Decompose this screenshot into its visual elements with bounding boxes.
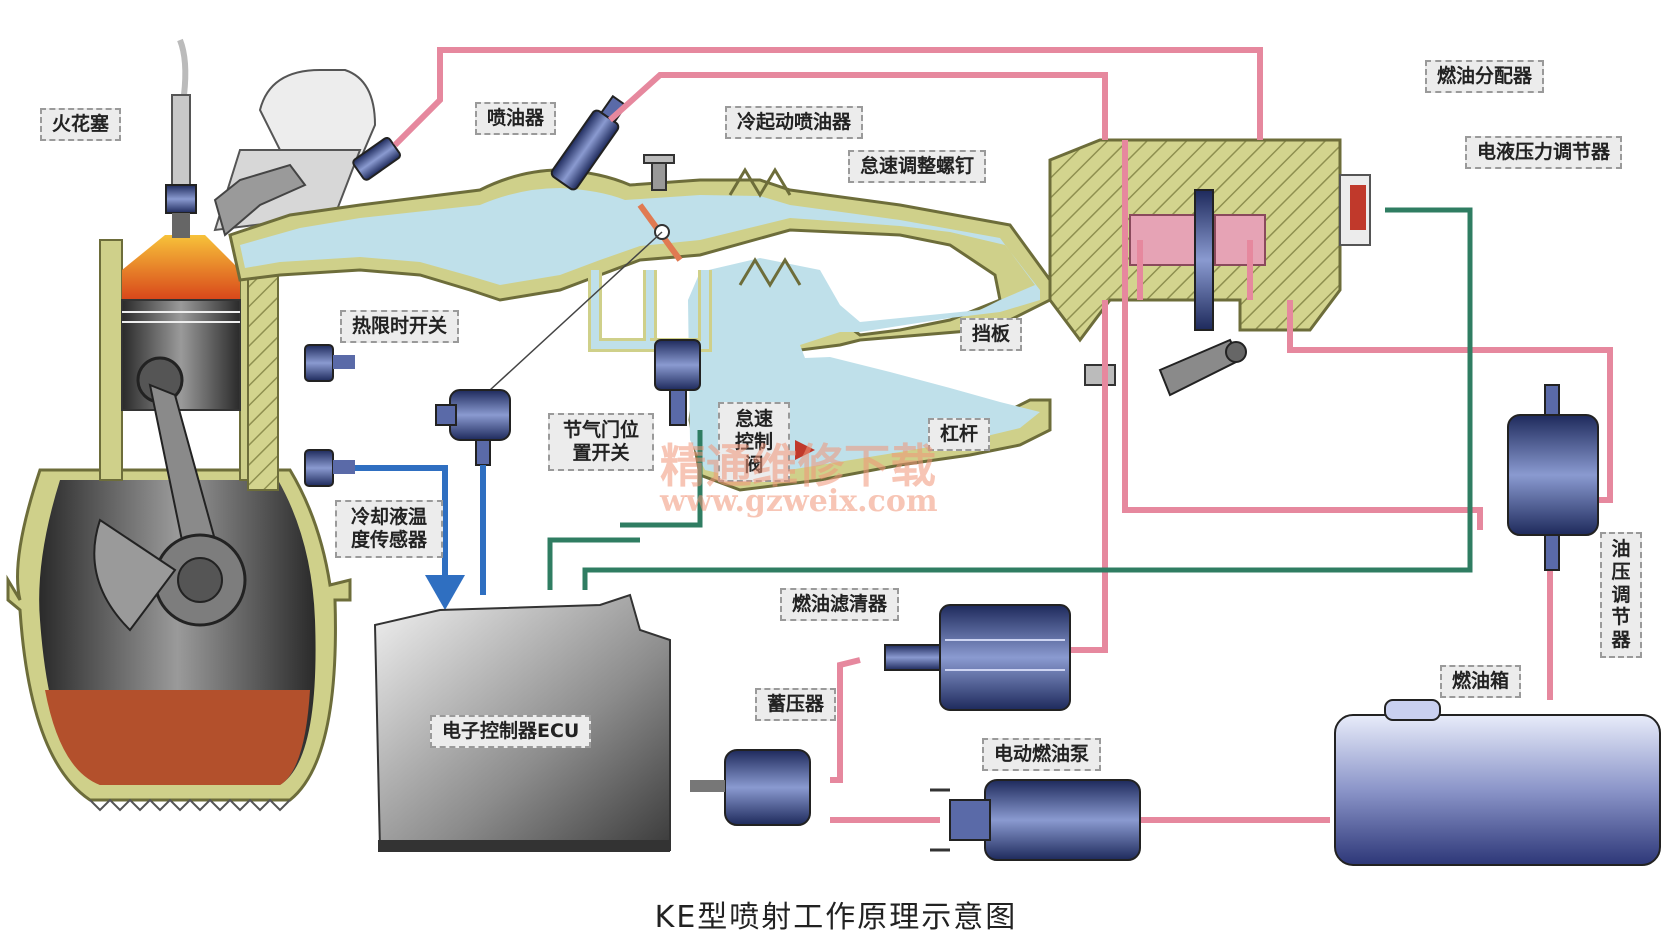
- oil-sump: [45, 690, 310, 785]
- label-accumulator: 蓄压器: [755, 688, 837, 721]
- label-baffle: 挡板: [960, 318, 1023, 351]
- coolant-temp-sensor: [304, 449, 355, 487]
- signal-wires-green: [547, 207, 1473, 590]
- accumulator: [690, 749, 811, 826]
- label-ecu: 电子控制器ECU: [430, 715, 592, 748]
- label-thermo-time-switch: 热限时开关: [340, 310, 460, 343]
- label-fuel-tank: 燃油箱: [1440, 665, 1522, 698]
- label-lever: 杠杆: [928, 418, 991, 451]
- throttle-switch: [435, 389, 511, 466]
- cold-start-injector: [550, 94, 628, 191]
- label-injector: 喷油器: [475, 102, 557, 135]
- coolant-jacket: [247, 274, 279, 491]
- fuel-filter: [884, 604, 1071, 711]
- label-coolant-sensor: 冷却液温度传感器: [335, 500, 443, 558]
- label-spark-plug: 火花塞: [40, 108, 122, 141]
- label-cold-start-injector: 冷起动喷油器: [725, 106, 864, 139]
- engine-block: [6, 38, 377, 812]
- fuel-pressure-regulator: [1507, 384, 1599, 571]
- idle-screw: [643, 154, 675, 191]
- watermark-url: www.gzweix.com: [660, 484, 938, 519]
- diagram-caption: KE型喷射工作原理示意图: [654, 900, 1018, 935]
- signal-wires-blue: [355, 465, 486, 595]
- idle-valve: [654, 339, 701, 426]
- lever-arrow: [795, 440, 815, 460]
- spark-plug: [165, 38, 197, 238]
- combustion-chamber: [122, 235, 240, 300]
- label-electro-pressure-regulator: 电液压力调节器: [1465, 136, 1623, 169]
- fuel-tank: [1334, 699, 1661, 866]
- label-throttle-switch: 节气门位置开关: [548, 413, 654, 471]
- fuel-distributor: [1048, 138, 1371, 397]
- label-fuel-pressure-regulator: 油压调节器: [1600, 532, 1642, 658]
- label-idle-valve: 怠速控制阀: [718, 402, 790, 483]
- thermo-time-switch: [304, 344, 355, 382]
- label-idle-screw: 怠速调整螺钉: [848, 150, 987, 183]
- fuel-pump: [930, 779, 1141, 861]
- label-fuel-filter: 燃油滤清器: [780, 588, 900, 621]
- label-fuel-pump: 电动燃油泵: [982, 738, 1102, 771]
- label-fuel-distributor: 燃油分配器: [1425, 60, 1545, 93]
- piston: [121, 299, 241, 411]
- injector: [352, 136, 401, 181]
- watermark-title: 精通维修下载: [660, 439, 936, 493]
- signal-arrow: [425, 575, 465, 610]
